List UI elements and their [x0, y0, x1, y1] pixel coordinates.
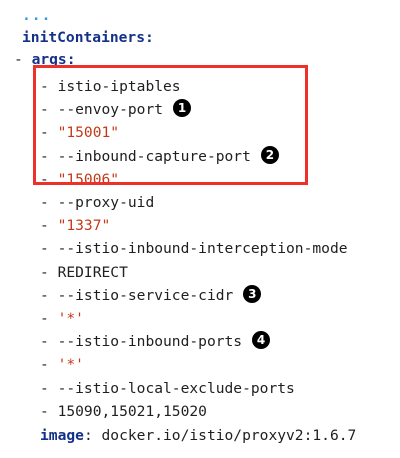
arg-line: - "15006" [40, 168, 119, 192]
arg-dash: - [40, 124, 58, 142]
arg-line: - istio-iptables [40, 75, 181, 99]
arg-text: REDIRECT [57, 263, 128, 281]
arg-text: --istio-service-cidr [57, 286, 234, 304]
args-dash: - [14, 51, 32, 68]
arg-dash: - [40, 310, 58, 327]
arg-dash: - [40, 147, 58, 165]
args-key: args: [31, 51, 76, 68]
arg-line: - --istio-local-exclude-ports [40, 377, 295, 401]
arg-dash: - [40, 217, 58, 235]
arg-line: - "1337" [40, 214, 110, 238]
arg-dash: - [40, 356, 58, 374]
arg-line: - 15090,15021,15020 [40, 400, 207, 424]
arg-line: - --istio-service-cidr 3 [40, 284, 262, 308]
callout-number-icon: 2 [260, 145, 279, 164]
arg-text: --envoy-port [57, 101, 164, 119]
arg-text: istio-iptables [57, 78, 181, 95]
arg-text: --istio-local-exclude-ports [57, 379, 295, 397]
arg-text: --proxy-uid [57, 194, 155, 211]
arg-dash: - [40, 263, 58, 281]
arg-text: --inbound-capture-port [57, 147, 251, 165]
arg-dash: - [40, 333, 58, 351]
arg-dash: - [40, 240, 58, 258]
arg-dash: - [40, 286, 58, 304]
callout-number-icon: 4 [252, 331, 271, 350]
arg-line: - --envoy-port 1 [40, 98, 192, 122]
arg-dash: - [40, 379, 58, 397]
arg-line: - --istio-inbound-ports 4 [40, 330, 271, 354]
arg-line: - --proxy-uid [40, 191, 154, 215]
arg-text: 15090,15021,15020 [57, 402, 207, 420]
arg-dash: - [40, 194, 58, 211]
callout-number-icon: 3 [243, 284, 262, 303]
arg-line: - REDIRECT [40, 261, 128, 285]
image-value: : docker.io/istio/proxyv2:1.6.7 [83, 427, 357, 444]
ellipsis: ... [22, 7, 52, 24]
callout-number-icon: 1 [173, 99, 192, 118]
arg-text: --istio-inbound-ports [57, 333, 243, 351]
arg-line: - '*' [40, 353, 84, 377]
arg-dash: - [40, 78, 58, 95]
arg-text: '*' [57, 356, 84, 374]
arg-text: "1337" [57, 217, 111, 235]
arg-dash: - [40, 170, 58, 188]
arg-text: --istio-inbound-interception-mode [57, 240, 348, 258]
arg-text: '*' [57, 310, 84, 327]
arg-dash: - [40, 402, 58, 420]
args-line: - args: [14, 48, 76, 72]
init-containers-key: initContainers: [22, 29, 154, 46]
arg-text: "15001" [57, 124, 120, 142]
arg-dash: - [40, 101, 58, 119]
image-line: image: docker.io/istio/proxyv2:1.6.7 [40, 424, 356, 448]
image-key: image [40, 427, 84, 444]
arg-line: - --istio-inbound-interception-mode [40, 237, 348, 261]
arg-line: - '*' [40, 307, 84, 331]
arg-line: - --inbound-capture-port 2 [40, 145, 279, 169]
arg-line: - "15001" [40, 121, 119, 145]
arg-text: "15006" [57, 170, 120, 188]
